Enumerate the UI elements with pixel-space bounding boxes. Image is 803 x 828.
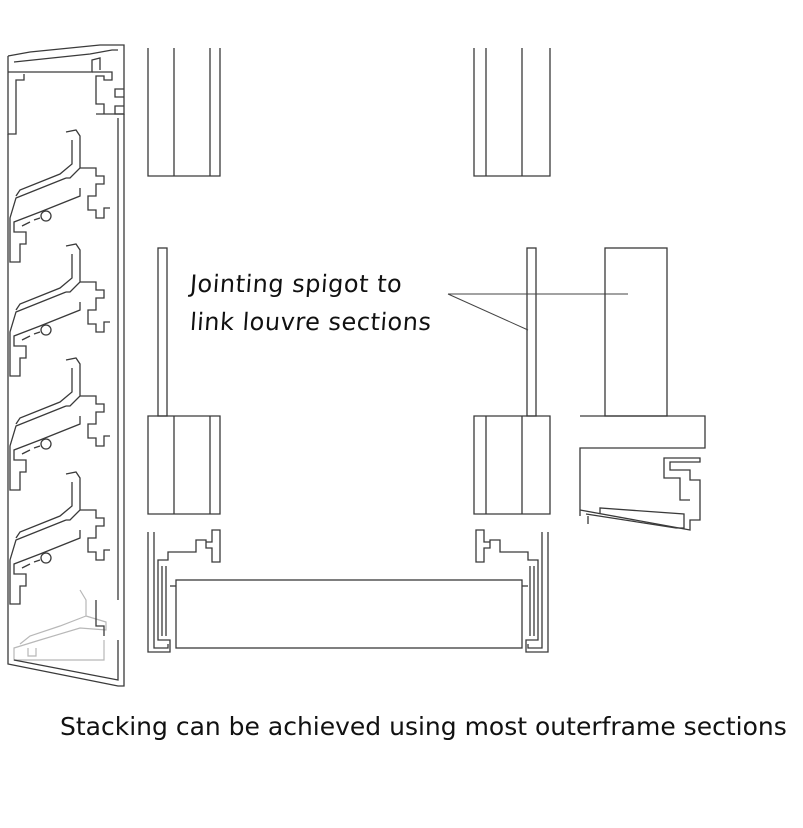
lower-left-mullion [147,415,221,515]
upper-left-mullion [147,48,221,177]
upper-right-mullion [473,48,551,177]
left-jointing-spigot [157,247,168,417]
lower-right-mullion [473,415,551,515]
figure-caption: Stacking can be achieved using most oute… [60,712,787,741]
right-outerframe-stack [579,247,706,531]
callout-leader-lines [447,293,628,331]
callout-label-line-2: link louvre sections [189,308,433,336]
right-jointing-spigot [526,247,537,417]
callout-label-line-1: Jointing spigot to [189,270,404,298]
left-louvre-stack-section [7,44,125,687]
bottom-frame-section [147,529,549,653]
